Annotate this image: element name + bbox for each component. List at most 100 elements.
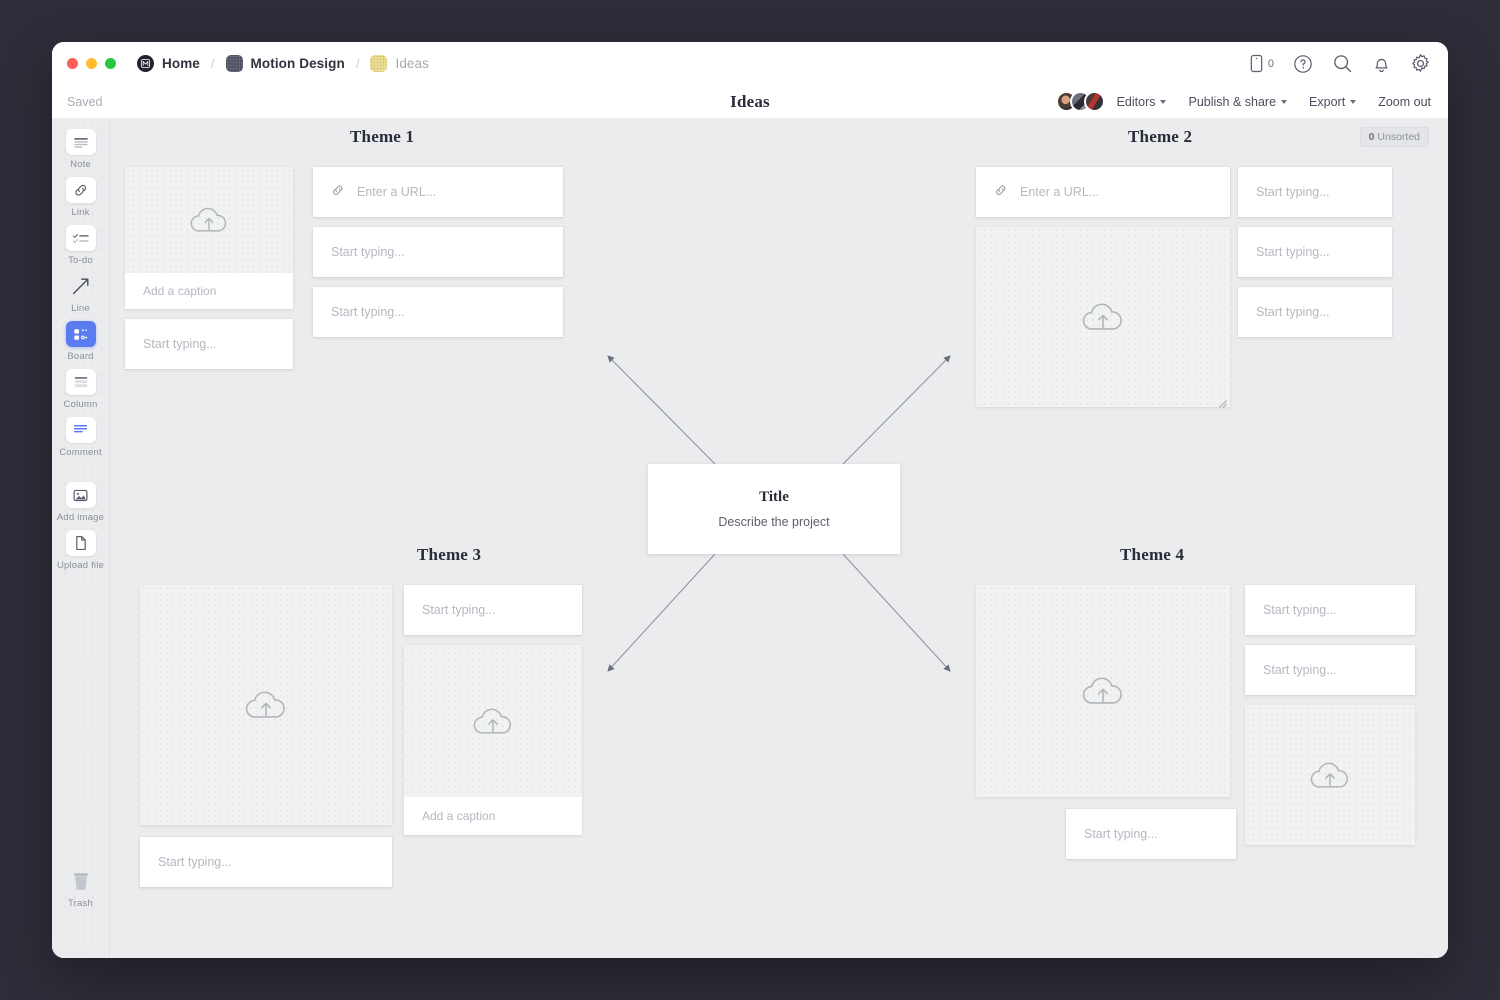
image-card[interactable] — [140, 585, 392, 825]
export-button[interactable]: Export — [1309, 95, 1357, 109]
chevron-down-icon — [1281, 99, 1288, 104]
close-window-button[interactable] — [67, 58, 78, 69]
line-arrow-icon — [66, 273, 96, 299]
note-input[interactable]: Start typing... — [1263, 603, 1337, 617]
image-card[interactable] — [1245, 705, 1415, 845]
sub-bar: Saved Ideas Editors Publish & share Expo… — [52, 85, 1448, 119]
note-card[interactable]: Start typing... — [1066, 809, 1236, 859]
sidebar-tool-label: Link — [71, 207, 90, 218]
save-status: Saved — [67, 94, 103, 109]
resize-handle[interactable] — [1218, 395, 1227, 408]
note-card[interactable]: Start typing... — [1245, 645, 1415, 695]
trash-icon — [66, 868, 96, 894]
sidebar-tool-column[interactable]: Column — [53, 369, 109, 410]
center-node-subtitle[interactable]: Describe the project — [718, 515, 830, 529]
note-card[interactable]: Start typing... — [313, 287, 563, 337]
note-input[interactable]: Start typing... — [1256, 305, 1330, 319]
image-card[interactable] — [976, 227, 1230, 408]
sidebar-trash[interactable]: Trash — [53, 868, 109, 909]
note-input[interactable]: Start typing... — [1256, 185, 1330, 199]
top-bar-actions: 0 — [1249, 53, 1431, 74]
app-window: Home / Motion Design / Ideas 0 — [52, 42, 1448, 958]
note-input[interactable]: Start typing... — [143, 337, 217, 351]
image-card[interactable]: Add a caption — [125, 167, 293, 309]
sidebar-tool-line[interactable]: Line — [53, 273, 109, 314]
image-card[interactable] — [976, 585, 1230, 797]
mobile-preview-button[interactable]: 0 — [1249, 54, 1274, 73]
theme-title[interactable]: Theme 4 — [1120, 545, 1185, 564]
url-input[interactable]: Enter a URL... — [357, 185, 437, 199]
url-input[interactable]: Enter a URL... — [1020, 185, 1100, 199]
editors-button[interactable]: Editors — [1055, 91, 1167, 112]
note-input[interactable]: Start typing... — [331, 245, 405, 259]
note-input[interactable]: Start typing... — [1263, 663, 1337, 677]
cloud-upload-icon — [245, 691, 285, 718]
maximize-window-button[interactable] — [105, 58, 116, 69]
note-input[interactable]: Start typing... — [1084, 827, 1158, 841]
breadcrumb-item-motion-design[interactable]: Motion Design — [225, 55, 345, 72]
breadcrumb-label-home: Home — [162, 56, 200, 71]
comment-icon — [65, 417, 96, 443]
folder-dotted-icon — [225, 55, 243, 72]
theme-title[interactable]: Theme 1 — [350, 127, 415, 146]
note-input[interactable]: Start typing... — [1256, 245, 1330, 259]
note-input[interactable]: Start typing... — [158, 855, 232, 869]
image-caption[interactable]: Add a caption — [404, 797, 582, 835]
sidebar-tool-upload-file[interactable]: Upload file — [53, 530, 109, 571]
note-card[interactable]: Start typing... — [313, 227, 563, 277]
title-bar: Home / Motion Design / Ideas 0 — [52, 42, 1448, 85]
breadcrumb-separator: / — [355, 56, 360, 71]
help-icon[interactable] — [1293, 54, 1313, 74]
note-card[interactable]: Start typing... — [1245, 585, 1415, 635]
note-card[interactable]: Start typing... — [140, 837, 392, 887]
note-card[interactable]: Start typing... — [1238, 287, 1392, 337]
center-title-node[interactable]: Title Describe the project — [648, 464, 900, 554]
link-icon — [331, 183, 345, 202]
breadcrumb-item-ideas[interactable]: Ideas — [370, 55, 429, 72]
note-card[interactable]: Start typing... — [1238, 167, 1392, 217]
sidebar-tool-add-image[interactable]: Add image — [53, 482, 109, 523]
sidebar-tool-link[interactable]: Link — [53, 177, 109, 218]
avatar — [1083, 91, 1105, 112]
breadcrumb-label-motion-design: Motion Design — [250, 56, 345, 71]
breadcrumb: Home / Motion Design / Ideas — [137, 55, 429, 72]
note-card[interactable]: Start typing... — [404, 585, 582, 635]
search-icon[interactable] — [1332, 53, 1353, 74]
todo-icon — [65, 225, 96, 251]
note-card[interactable]: Start typing... — [1238, 227, 1392, 277]
url-card[interactable]: Enter a URL... — [976, 167, 1230, 217]
image-dropzone[interactable] — [404, 645, 582, 797]
chevron-down-icon — [1160, 99, 1167, 104]
notifications-icon[interactable] — [1372, 54, 1391, 74]
sub-bar-actions: Editors Publish & share Export Zoom out — [1055, 91, 1431, 112]
breadcrumb-item-home[interactable]: Home — [137, 55, 200, 72]
image-caption[interactable]: Add a caption — [125, 273, 293, 309]
settings-icon[interactable] — [1410, 53, 1431, 74]
center-node-title[interactable]: Title — [759, 489, 789, 505]
sidebar-tool-todo[interactable]: To-do — [53, 225, 109, 266]
page-title: Ideas — [730, 91, 770, 111]
minimize-window-button[interactable] — [86, 58, 97, 69]
board-dotted-icon — [370, 55, 388, 72]
image-card[interactable]: Add a caption — [404, 645, 582, 835]
chevron-down-icon — [1350, 99, 1357, 104]
theme-title[interactable]: Theme 2 — [1128, 127, 1193, 146]
zoom-out-button[interactable]: Zoom out — [1378, 95, 1431, 109]
sidebar-tool-comment[interactable]: Comment — [53, 417, 109, 458]
note-card[interactable]: Start typing... — [125, 319, 293, 369]
board-icon — [65, 321, 96, 347]
board-canvas[interactable]: 0 Unsorted Theme 1 Add a caption Ente — [110, 119, 1448, 958]
mobile-preview-icon — [1249, 54, 1264, 73]
unsorted-count: 0 — [1368, 131, 1375, 143]
sidebar-tool-note[interactable]: Note — [53, 129, 109, 170]
url-card[interactable]: Enter a URL... — [313, 167, 563, 217]
theme-title[interactable]: Theme 3 — [417, 545, 482, 564]
sidebar-tool-board[interactable]: Board — [53, 321, 109, 362]
note-input[interactable]: Start typing... — [422, 603, 496, 617]
image-dropzone[interactable] — [125, 167, 293, 273]
editor-avatars[interactable] — [1055, 91, 1105, 112]
unsorted-badge[interactable]: 0 Unsorted — [1359, 127, 1429, 147]
mobile-preview-count: 0 — [1267, 57, 1274, 70]
publish-share-button[interactable]: Publish & share — [1188, 95, 1288, 109]
note-input[interactable]: Start typing... — [331, 305, 405, 319]
